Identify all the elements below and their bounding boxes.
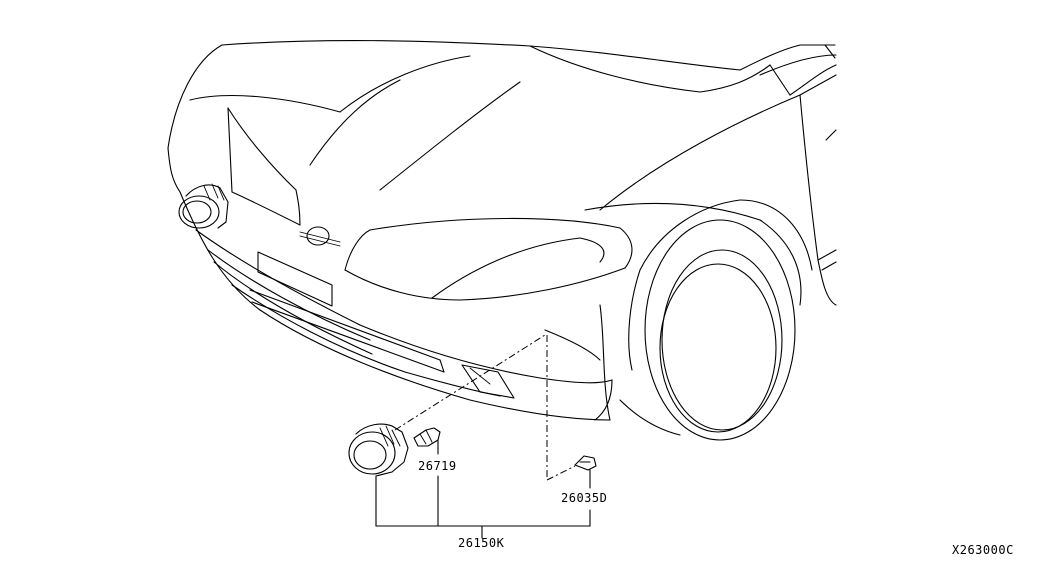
fog-lamp-assembly [348, 423, 409, 477]
installed-fog-lamp [178, 183, 229, 229]
retaining-clip [574, 455, 597, 489]
part-number-assembly: 26150K [458, 536, 505, 550]
diagram-code: X263000C [952, 543, 1014, 557]
part-number-clip: 26035D [561, 491, 608, 505]
fog-lamp-bulb [413, 427, 441, 455]
part-number-bulb: 26719 [418, 459, 457, 473]
